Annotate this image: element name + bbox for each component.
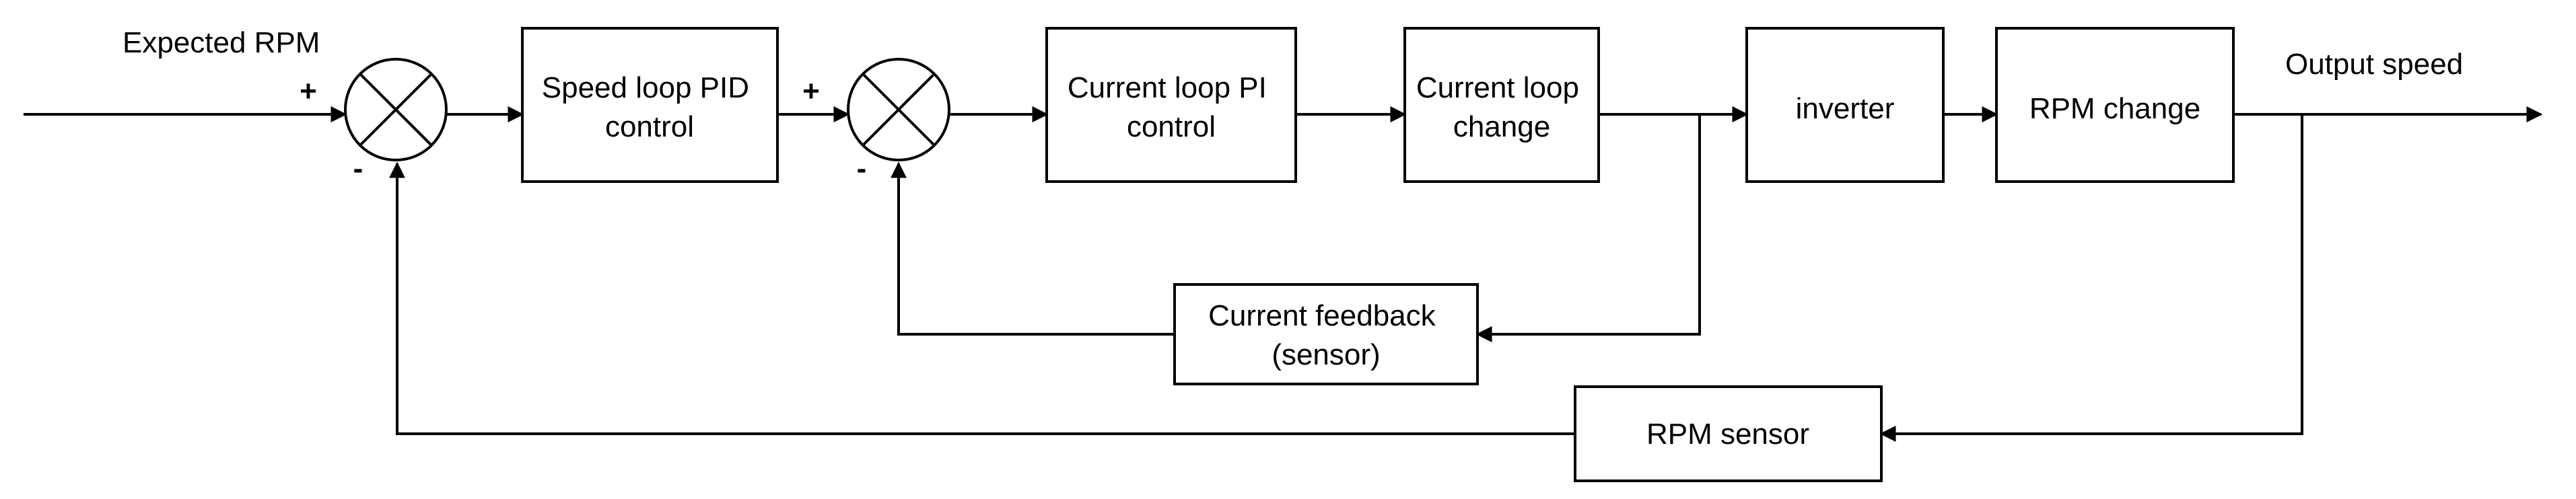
current-loop-pi-label: Current loop PI control: [1068, 71, 1275, 143]
current-feedback-label: Current feedback (sensor): [1208, 299, 1444, 371]
current-feedback-branch-wire: [1475, 114, 1701, 342]
rpm-sensor-block: [1574, 385, 1883, 482]
current-loop-pi-line-1: Current loop PI: [1068, 71, 1267, 104]
sum1-plus-sign: +: [300, 75, 317, 108]
expected-rpm-label: Expected RPM: [123, 26, 320, 59]
current-loop-change-block: [1403, 27, 1600, 183]
speed-loop-pid-line-1: Speed loop PID: [542, 71, 749, 104]
current-feedback-line-2: (sensor): [1272, 338, 1380, 371]
current-loop-change-label: Current loop change: [1416, 71, 1587, 143]
summing-junction-1: [344, 58, 448, 161]
rpm-change-block: [1995, 27, 2235, 183]
current-feedback-block: [1173, 283, 1479, 385]
current-loop-pi-line-2: control: [1127, 110, 1216, 143]
inverter-block: [1745, 27, 1945, 183]
speed-loop-pid-label: Speed loop PID control: [542, 71, 757, 143]
speed-feedback-branch-wire: [1879, 114, 2303, 442]
current-feedback-line-1: Current feedback: [1208, 299, 1436, 332]
speed-loop-pid-block: [521, 27, 779, 183]
speed-loop-pid-line-2: control: [605, 110, 694, 143]
sum2-minus-sign: -: [857, 152, 867, 185]
current-feedback-return-wire: [891, 161, 1175, 336]
speed-feedback-return-wire: [389, 161, 1575, 435]
rpm-sensor-label: RPM sensor: [1646, 418, 1809, 451]
current-loop-change-line-1: Current loop: [1416, 71, 1579, 104]
sum2-plus-sign: +: [802, 75, 820, 108]
current-loop-pi-block: [1045, 27, 1297, 183]
inverter-label: inverter: [1796, 92, 1895, 125]
current-loop-change-line-2: change: [1453, 110, 1550, 143]
rpm-change-label: RPM change: [2029, 92, 2200, 125]
summing-junction-2: [847, 58, 950, 161]
output-speed-label: Output speed: [2285, 48, 2463, 81]
sum1-minus-sign: -: [353, 152, 363, 185]
